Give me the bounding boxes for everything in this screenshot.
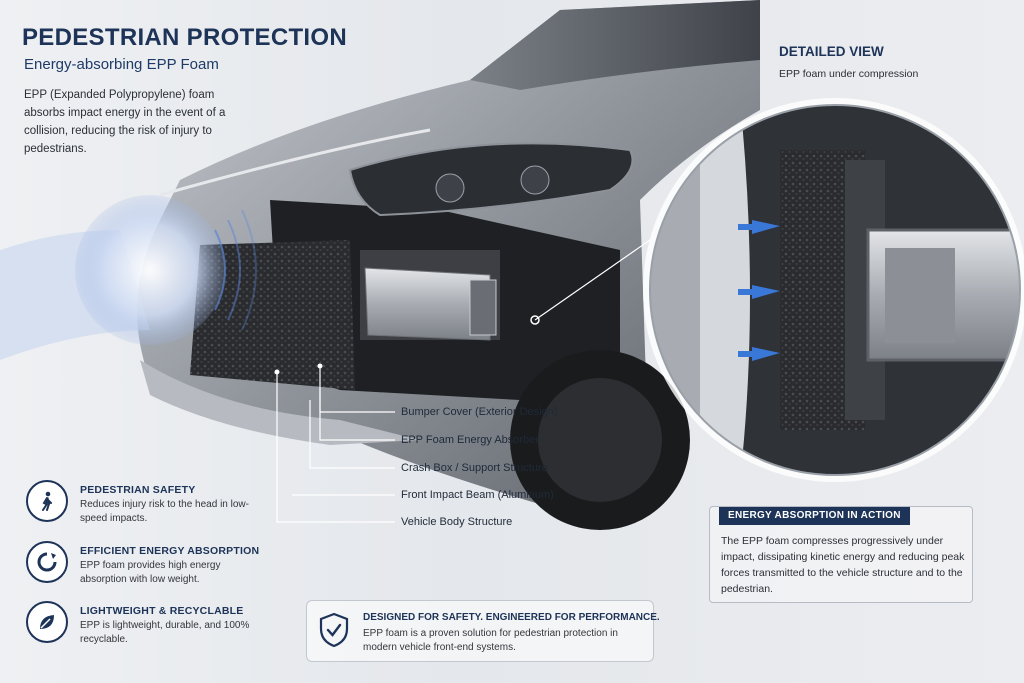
callout-impact-beam: Front Impact Beam (Aluminum) (401, 489, 554, 501)
leaf-icon (26, 601, 68, 643)
energy-absorption-text: The EPP foam compresses progressively un… (721, 535, 965, 595)
pedestrian-icon (26, 480, 68, 522)
feature-energy-absorption (26, 541, 68, 583)
design-text: EPP foam is a proven solution for pedest… (363, 628, 618, 653)
detail-title: DETAILED VIEW (779, 44, 884, 59)
feature-pedestrian-safety (26, 480, 68, 522)
impact-beam (364, 267, 491, 341)
feature-lightweight (26, 601, 68, 643)
headlight (348, 142, 634, 217)
feature-title: LIGHTWEIGHT & RECYCLABLE (80, 605, 244, 617)
energy-absorption-title: ENERGY ABSORPTION IN ACTION (719, 507, 910, 525)
feature-text: EPP is lightweight, durable, and 100% re… (80, 620, 250, 645)
feature-title: EFFICIENT ENERGY ABSORPTION (80, 545, 260, 557)
detail-circle (650, 105, 1020, 475)
intro-text: EPP (Expanded Polypropylene) foam absorb… (24, 89, 226, 155)
callout-epp-foam: EPP Foam Energy Absorber (401, 434, 539, 446)
design-panel (306, 600, 654, 662)
callout-crash-box: Crash Box / Support Structure (401, 462, 548, 474)
impact-arrows (738, 220, 780, 361)
callout-body-structure: Vehicle Body Structure (401, 516, 513, 528)
callout-bumper-cover: Bumper Cover (Exterior Design) (401, 406, 558, 418)
page-title: PEDESTRIAN PROTECTION (22, 24, 347, 51)
feature-text: EPP foam provides high energy absorption… (80, 560, 221, 585)
windshield (470, 0, 760, 90)
page-subtitle: Energy-absorbing EPP Foam (24, 56, 219, 73)
energy-cycle-icon (26, 541, 68, 583)
design-title: DESIGNED FOR SAFETY. ENGINEERED FOR PERF… (363, 612, 660, 623)
feature-text: Reduces injury risk to the head in low-s… (80, 499, 249, 524)
detail-subtitle: EPP foam under compression (779, 68, 919, 80)
feature-title: PEDESTRIAN SAFETY (80, 484, 196, 496)
pedestrian-head (75, 195, 225, 345)
shield-check-icon (318, 612, 350, 653)
callout-lines (276, 239, 651, 523)
foam-block (190, 240, 355, 390)
